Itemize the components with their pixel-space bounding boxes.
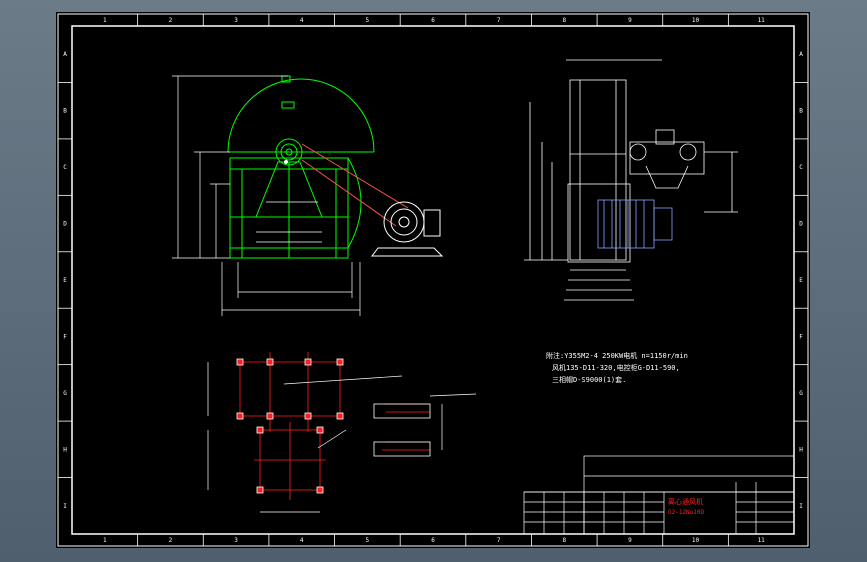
column-label: 3 [234, 537, 238, 544]
row-label: A [63, 51, 67, 58]
column-label: 5 [366, 537, 370, 544]
row-label: H [799, 446, 803, 453]
foundation-plan [239, 352, 430, 500]
row-label: B [63, 108, 67, 115]
column-label: 1 [103, 537, 107, 544]
row-label: B [799, 108, 803, 115]
foundation-dimensions [207, 362, 477, 513]
row-label: H [63, 446, 67, 453]
row-label: I [799, 503, 803, 510]
row-label: A [799, 51, 803, 58]
row-label: G [799, 390, 803, 397]
column-label: 6 [431, 537, 435, 544]
column-label: 7 [497, 17, 501, 24]
anchor-bolt [316, 426, 324, 434]
anchor-bolt [256, 486, 264, 494]
inner-frame [71, 25, 795, 535]
column-label: 6 [431, 17, 435, 24]
column-label: 9 [628, 17, 632, 24]
side-housing [569, 79, 627, 261]
fan-side-view [524, 59, 738, 301]
column-label: 10 [692, 537, 700, 544]
anchor-bolt [256, 426, 264, 434]
row-label: C [799, 164, 803, 171]
side-bearing [629, 141, 705, 175]
outer-frame [57, 13, 809, 547]
column-label: 11 [758, 537, 766, 544]
front-view-dimensions [172, 75, 361, 316]
motor-foundation-pad [373, 441, 431, 457]
column-label: 10 [692, 17, 700, 24]
column-label: 8 [562, 537, 566, 544]
row-label: F [799, 333, 803, 340]
column-label: 5 [366, 17, 370, 24]
row-label: C [63, 164, 67, 171]
anchor-bolt [266, 358, 274, 366]
column-label: 4 [300, 17, 304, 24]
row-label: I [63, 503, 67, 510]
column-label: 1 [103, 17, 107, 24]
fan-front-view [227, 75, 444, 259]
column-label: 9 [628, 537, 632, 544]
anchor-bolt [266, 412, 274, 420]
note-line-3: 三相帽D-S9000(1)套. [552, 375, 626, 384]
anchor-bolts [236, 358, 431, 494]
anchor-bolt [336, 358, 344, 366]
note-line-1: 附注:Y355M2-4 250KW电机 n=1150r/min [546, 351, 688, 360]
column-label: 11 [758, 17, 766, 24]
motor-foundation-pad [373, 403, 431, 419]
anchor-bolt [236, 358, 244, 366]
row-label: E [63, 277, 67, 284]
column-label: 7 [497, 537, 501, 544]
column-label: 2 [169, 17, 173, 24]
row-labels: A A B B C C D D E E F F G G H H I I [58, 51, 808, 510]
title-block-model: G2-12No10D [668, 509, 705, 516]
fan-housing-arc [227, 78, 375, 153]
column-label: 8 [562, 17, 566, 24]
anchor-bolt [304, 412, 312, 420]
title-block [523, 455, 795, 535]
row-label: F [63, 333, 67, 340]
column-label: 2 [169, 537, 173, 544]
row-label: E [799, 277, 803, 284]
anchor-bolt [316, 486, 324, 494]
row-label: D [799, 221, 803, 228]
row-label: G [63, 390, 67, 397]
anchor-bolt [336, 412, 344, 420]
row-label: D [63, 221, 67, 228]
anchor-bolt [236, 412, 244, 420]
anchor-bolt [304, 358, 312, 366]
title-block-title: 离心通风机 [668, 497, 703, 506]
bearing-support [255, 161, 323, 218]
notes: 附注:Y355M2-4 250KW电机 n=1150r/min 风机135-D1… [546, 351, 688, 384]
shaft-hub [275, 138, 303, 166]
note-line-2: 风机135-D11-320,电控柜G-D11-590, [552, 363, 680, 372]
column-label: 4 [300, 537, 304, 544]
column-label: 3 [234, 17, 238, 24]
